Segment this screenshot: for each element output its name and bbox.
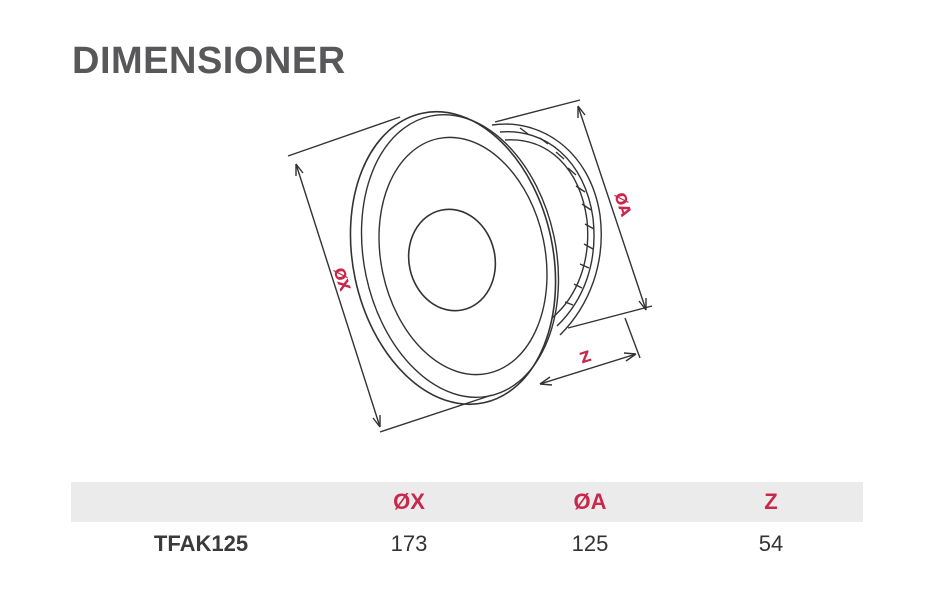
- product-dimension-drawing: ØX ØA Z: [287, 99, 653, 433]
- value-a: 125: [571, 531, 609, 556]
- dimension-label-x: ØX: [330, 265, 355, 294]
- model-name: TFAK125: [153, 531, 249, 556]
- table-header-a: ØA: [573, 489, 607, 514]
- duct-collar: [491, 123, 602, 336]
- table-row: TFAK125 173 125 54: [71, 522, 863, 566]
- dimension-line-x: [287, 116, 493, 433]
- value-z: 54: [758, 531, 784, 556]
- dimension-line-a: [494, 99, 653, 329]
- dimension-line-z: [539, 317, 641, 386]
- table-header-row: ØX ØA Z: [71, 482, 863, 522]
- table-header-x: ØX: [393, 489, 425, 514]
- page-title: DIMENSIONER: [72, 40, 346, 82]
- dimension-label-z: Z: [577, 347, 593, 368]
- dimension-table: ØX ØA Z TFAK125 173 125 54: [71, 482, 863, 566]
- table-header-z: Z: [764, 489, 778, 514]
- value-x: 173: [390, 531, 428, 556]
